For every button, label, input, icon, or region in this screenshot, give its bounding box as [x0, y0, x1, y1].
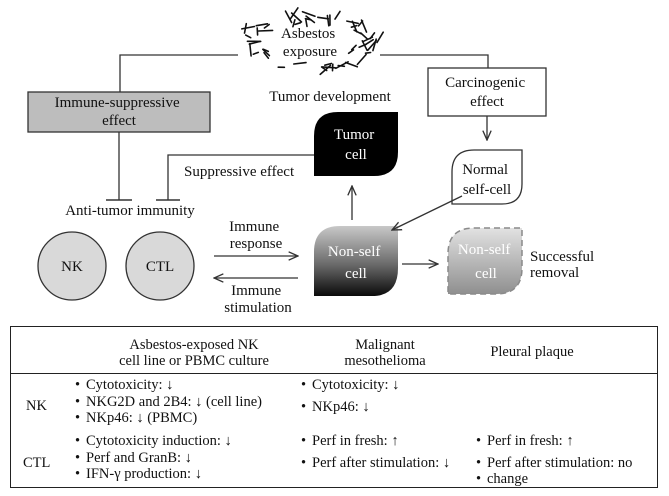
fiber-mark [357, 20, 364, 27]
fiber-mark [289, 7, 299, 20]
fiber-mark [353, 29, 362, 35]
nk-cell-label: NK [61, 259, 83, 275]
row-label-nk: NK [26, 398, 47, 414]
fiber-mark [284, 10, 293, 24]
fiber-mark [376, 31, 385, 44]
fiber-mark [294, 21, 302, 26]
header-mesothelioma: Malignant mesothelioma [344, 337, 426, 369]
ctl-mesothelioma-cell: Perf in fresh: ↑ Perf after stimulation:… [301, 433, 450, 471]
fiber-mark [358, 43, 367, 49]
removed-non-self-cell-shape [447, 227, 523, 295]
removed-non-self-cell-label: Non-self cell [458, 242, 514, 282]
normal-self-cell-label: Normal self-cell [462, 162, 512, 198]
fiber-mark [262, 48, 270, 53]
fiber-mark [334, 60, 349, 70]
effects-table: Asbestos-exposed NK cell line or PBMC cu… [10, 326, 658, 488]
table-item: Perf after stimulation: ↓ [301, 455, 450, 472]
fiber-mark [326, 14, 330, 27]
fiber-mark [344, 61, 359, 68]
tumor-cell-shape [314, 112, 398, 176]
table-item: NKp46: ↓ [301, 399, 399, 416]
table-header-divider [11, 373, 657, 374]
table-item: Perf in fresh: ↑ [476, 433, 632, 450]
fiber-mark [249, 42, 252, 57]
non-self-cell-label: Non-self cell [328, 244, 384, 282]
asbestos-to-carcinogenic-line [380, 54, 489, 68]
immune-response-label: Immune response [229, 219, 283, 252]
fiber-mark [350, 24, 358, 29]
fiber-mark [316, 16, 330, 20]
fiber-mark [319, 64, 332, 76]
tumor-development-label: Tumor development [269, 89, 391, 105]
fiber-mark [350, 44, 357, 51]
tumor-cell-label: Tumor cell [334, 127, 378, 163]
fiber-mark [369, 32, 376, 40]
suppressive-effect-label: Suppressive effect [184, 164, 295, 180]
fiber-mark [305, 19, 308, 28]
ctl-cell-label: CTL [146, 259, 174, 275]
fiber-mark [304, 17, 312, 21]
anti-tumor-immunity-label: Anti-tumor immunity [65, 203, 195, 219]
table-item: Perf and GranB: ↓ [75, 450, 232, 467]
fiber-mark [356, 53, 367, 66]
nk-mesothelioma-cell: Cytotoxicity: ↓ NKp46: ↓ [301, 377, 399, 415]
suppressive-effect-line [167, 154, 314, 200]
fiber-mark [364, 38, 375, 46]
fiber-mark [359, 32, 369, 40]
nk-asbestos-cell: Cytotoxicity: ↓ NKG2D and 2B4: ↓ (cell l… [75, 377, 262, 427]
ctl-asbestos-cell: Cytotoxicity induction: ↓ Perf and GranB… [75, 433, 232, 483]
table-item: NKp46: ↓ (PBMC) [75, 410, 262, 427]
fiber-mark [292, 61, 307, 65]
table-item: NKG2D and 2B4: ↓ (cell line) [75, 394, 262, 411]
fiber-mark [255, 22, 269, 27]
asbestos-to-suppressive-line [119, 54, 238, 92]
fiber-mark [364, 51, 372, 55]
asbestos-exposure-label: Asbestos exposure [281, 26, 339, 60]
fiber-mark [244, 34, 252, 39]
fiber-mark [346, 20, 360, 25]
asbestos-immunity-diagram: Asbestos exposure Immune-suppressive eff… [27, 7, 598, 316]
nk-cell-circle [37, 231, 107, 301]
carcinogenic-effect-box [427, 67, 547, 117]
table-item: Perf in fresh: ↑ [301, 433, 450, 450]
carcinogenic-effect-label: Carcinogenic effect [445, 75, 529, 110]
header-pleural-plaque: Pleural plaque [490, 344, 574, 360]
fiber-mark [241, 25, 256, 30]
table-item: Cytotoxicity: ↓ [75, 377, 262, 394]
table-item: Cytotoxicity: ↓ [301, 377, 399, 394]
non-self-cell-shape [314, 226, 398, 296]
immune-suppressive-label: Immune-suppressive effect [55, 95, 184, 129]
fiber-mark [334, 10, 341, 20]
ctl-cell-circle [125, 231, 195, 301]
successful-removal-label: Successful removal [530, 249, 598, 281]
fiber-mark [252, 51, 260, 56]
header-asbestos-nk: Asbestos-exposed NK cell line or PBMC cu… [119, 337, 269, 369]
asbestos-fibers-icon [241, 7, 385, 76]
table-item: Cytotoxicity induction: ↓ [75, 433, 232, 450]
table-item: change [476, 471, 632, 488]
table-item: Perf after stimulation: no [476, 455, 632, 472]
fiber-mark [301, 10, 316, 18]
fiber-mark [292, 18, 296, 28]
fiber-mark [263, 51, 270, 60]
fiber-mark [263, 23, 271, 29]
normal-self-cell-shape [451, 149, 523, 205]
table-item: IFN-γ production: ↓ [75, 466, 232, 483]
fiber-mark [257, 29, 274, 32]
ctl-plaque-cell: Perf in fresh: ↑ Perf after stimulation:… [476, 433, 632, 488]
normal-to-non-self-arrow [392, 195, 463, 230]
fiber-mark [347, 49, 355, 55]
immune-stimulation-label: Immune stimulation [224, 283, 292, 316]
fiber-mark [323, 62, 333, 66]
fiber-mark [372, 38, 378, 52]
row-label-ctl: CTL [23, 455, 51, 471]
